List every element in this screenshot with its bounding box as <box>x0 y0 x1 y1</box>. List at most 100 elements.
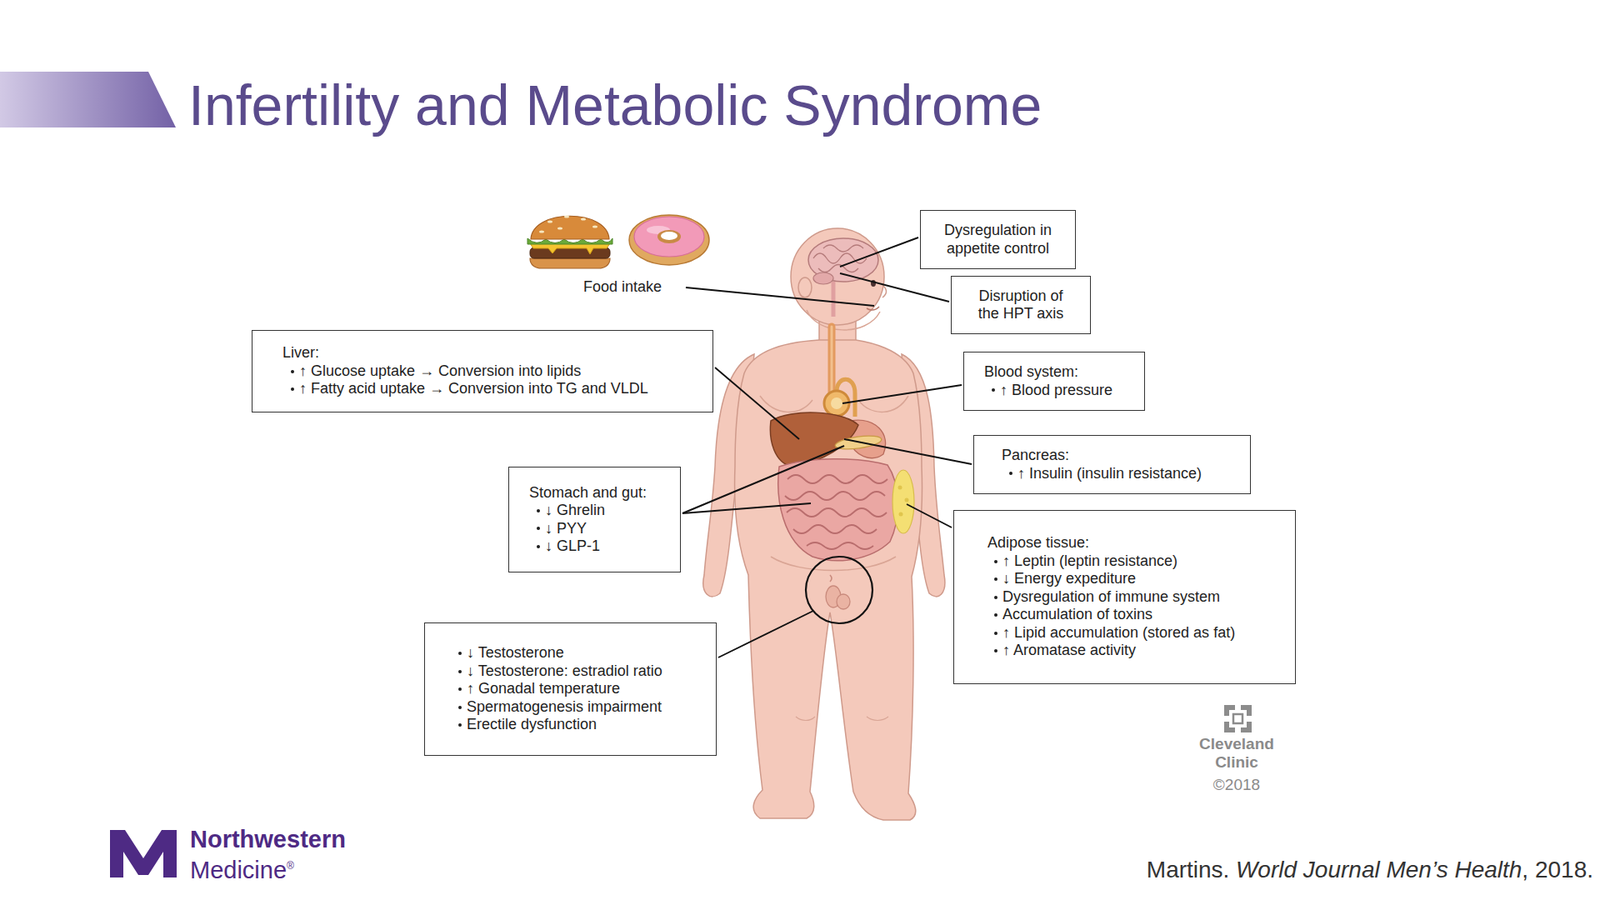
bullet-dot <box>290 370 295 374</box>
leader-line <box>715 367 800 440</box>
double-chin <box>806 310 880 330</box>
groin-highlight-circle <box>805 556 873 624</box>
box-text: Accumulation of toxins <box>1002 605 1153 625</box>
donut-hole-inner <box>660 231 678 240</box>
fat-cell <box>899 512 904 517</box>
heart-inner <box>830 397 843 410</box>
logo-text: Northwestern <box>190 825 346 854</box>
fat-cell <box>898 485 903 490</box>
info-box: Liver:↑ Glucose uptake → Conversion into… <box>251 330 714 413</box>
icon-center <box>1233 714 1243 724</box>
burger-patty <box>530 247 610 259</box>
leader-line <box>682 445 845 514</box>
box-text: ↑ Fatty acid uptake → Conversion into TG… <box>299 380 649 399</box>
bullet-dot <box>458 651 462 655</box>
donut-frosting <box>634 216 705 257</box>
esophagus <box>828 326 836 394</box>
northwestern-logo-mark <box>110 830 177 878</box>
logo-text: Northwestern <box>190 825 346 853</box>
knee-line <box>795 716 815 721</box>
sesame-seed <box>564 215 570 218</box>
bullet-dot <box>458 705 462 710</box>
bullet-dot <box>994 631 998 635</box>
bullet-row: ↑ Insulin (insulin resistance) <box>1009 465 1202 484</box>
box-text: ↓ Testosterone <box>466 644 565 663</box>
logo-text: Cleveland Clinic <box>1199 735 1275 771</box>
box-text: ↑ Glucose uptake → Conversion into lipid… <box>299 362 581 381</box>
bullet-row: ↑ Aromatase activity <box>994 641 1136 660</box>
burger-bun-bottom <box>530 258 610 269</box>
logo-text: Medicine® <box>190 852 295 885</box>
leader-lines <box>682 237 972 658</box>
leader-line <box>906 504 952 528</box>
bullet-dot <box>994 577 998 581</box>
sesame-seed <box>547 220 553 223</box>
bullet-row: ↑ Fatty acid uptake → Conversion into TG… <box>290 380 649 399</box>
leader-line <box>718 610 814 658</box>
box-text: ↑ Aromatase activity <box>1002 641 1136 660</box>
info-box: ↓ Testosterone↓ Testosterone: estradiol … <box>424 622 717 756</box>
bullet-row: ↑ Blood pressure <box>991 381 1113 400</box>
torso-and-legs <box>735 340 923 820</box>
info-box: Adipose tissue:↑ Leptin (leptin resistan… <box>953 510 1296 685</box>
leader-line <box>685 287 875 306</box>
chest-fold <box>858 395 909 412</box>
trademark-mark: ® <box>286 860 295 872</box>
bullet-row: Dysregulation of immune system <box>994 588 1220 607</box>
bullet-dot <box>458 687 462 691</box>
logo-text: Cleveland Clinic <box>1186 735 1287 772</box>
box-heading: Blood system: <box>984 363 1079 382</box>
slide-title: Infertility and Metabolic Syndrome <box>188 76 1042 134</box>
bullet-row: ↑ Glucose uptake → Conversion into lipid… <box>290 362 581 381</box>
box-text: ↓ GLP-1 <box>545 537 600 556</box>
sesame-seed <box>592 225 598 228</box>
cleveland-clinic-icon <box>1224 705 1252 733</box>
text-row: Blood system: <box>984 363 1079 382</box>
brainstem <box>831 281 836 317</box>
box-heading: Pancreas: <box>1001 446 1070 465</box>
bullet-row: ↓ Energy expediture <box>994 570 1136 589</box>
text-row: Stomach and gut: <box>529 484 647 503</box>
bullet-row: ↓ Testosterone <box>458 644 565 663</box>
box-text: ↓ PYY <box>545 520 587 539</box>
box-heading: Liver: <box>282 344 320 363</box>
navel <box>830 575 832 582</box>
info-box: Pancreas:↑ Insulin (insulin resistance) <box>973 435 1251 495</box>
intestine-coils <box>785 475 888 550</box>
text-row: Liver: <box>282 344 320 363</box>
nose <box>882 285 887 298</box>
burger-bun-top <box>530 215 610 240</box>
box-heading: Stomach and gut: <box>529 484 647 503</box>
leader-line <box>840 237 919 267</box>
box-text: ↑ Lipid accumulation (stored as fat) <box>1002 624 1235 643</box>
intestines <box>778 459 899 561</box>
bullet-row: Spermatogenesis impairment <box>458 698 662 717</box>
bullet-row: ↓ Testosterone: estradiol ratio <box>458 662 663 681</box>
box-text: Dysregulation of immune system <box>1002 588 1220 607</box>
testis <box>836 594 850 610</box>
box-text: ↑ Blood pressure <box>1000 381 1113 400</box>
bullet-row: ↑ Lipid accumulation (stored as fat) <box>994 624 1235 643</box>
logo-text: Medicine <box>190 856 287 884</box>
bullet-row: ↑ Leptin (leptin resistance) <box>994 552 1178 571</box>
donut-dough <box>629 215 710 265</box>
adipose-tissue <box>892 470 915 534</box>
copyright-text: ©2018 <box>1213 775 1260 794</box>
bullet-dot <box>536 509 540 513</box>
bullet-row: ↑ Gonadal temperature <box>458 680 620 699</box>
citation: Martins.World Journal Men’s Health, 2018… <box>1146 855 1594 885</box>
callout-label: Food intake <box>583 277 662 296</box>
leader-line <box>844 439 972 465</box>
citation-author: Martins. <box>1146 856 1230 883</box>
bullet-dot <box>994 560 998 564</box>
leader-line <box>682 503 811 514</box>
info-box: Stomach and gut:↓ Ghrelin↓ PYY↓ GLP-1 <box>508 466 681 573</box>
sesame-seed <box>580 217 586 220</box>
citation-year: , 2018. <box>1521 856 1594 883</box>
title-bar <box>0 71 176 128</box>
info-box: Blood system:↑ Blood pressure <box>963 351 1145 411</box>
box-text: Disruption of the HPT axis <box>971 287 1070 324</box>
human-figure <box>703 228 945 820</box>
